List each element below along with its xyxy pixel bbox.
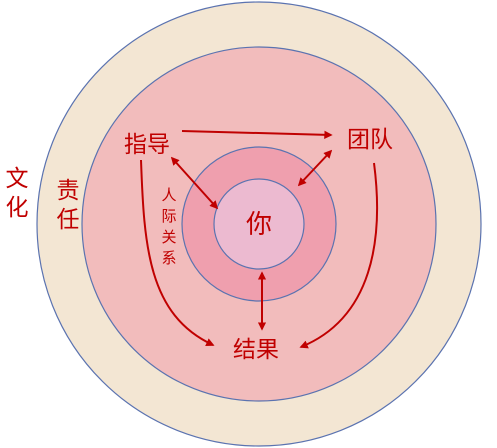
team-you-arrow — [297, 149, 333, 187]
relationship-label-char-3: 关 — [161, 228, 176, 246]
team-to-result-curve-arrow — [299, 162, 379, 349]
relationship-label-char-1: 人 — [161, 186, 176, 204]
responsibility-label-char-2: 任 — [57, 207, 80, 233]
guidance-node-label: 指导 — [124, 132, 170, 158]
team-node-label: 团队 — [347, 127, 393, 153]
outer-side-label-char-1: 文 — [6, 166, 29, 192]
relationship-label-char-4: 系 — [161, 249, 176, 267]
center-label: 你 — [246, 210, 272, 240]
guidance-you-arrow — [170, 156, 219, 210]
responsibility-label-char-1: 责 — [57, 178, 80, 204]
guidance-to-team-arrow — [181, 130, 333, 140]
center-circle — [213, 178, 305, 270]
result-node-label: 结果 — [233, 337, 279, 363]
relationship-label-char-2: 际 — [161, 207, 176, 225]
relationship-curve-arrow — [140, 159, 215, 346]
outer-side-label-char-2: 化 — [6, 195, 29, 221]
